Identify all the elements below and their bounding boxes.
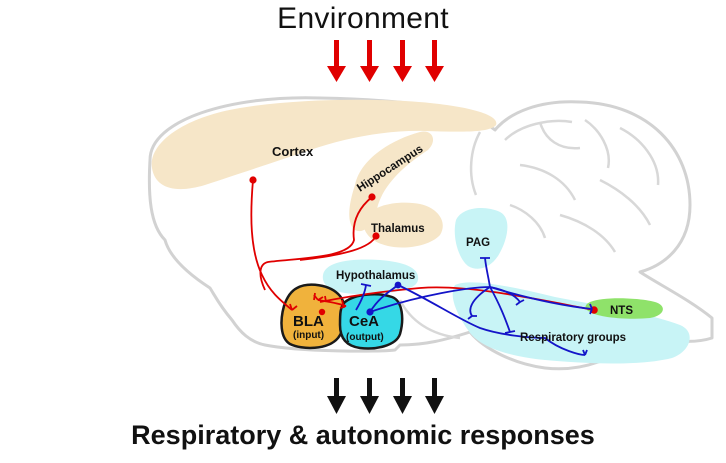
nts-label: NTS — [610, 305, 633, 317]
hypothalamus-label: Hypothalamus — [336, 270, 415, 282]
hippocampus-region — [349, 131, 434, 232]
output-pathways — [355, 257, 593, 356]
cortex-region — [151, 99, 497, 190]
down-arrow-icon — [327, 378, 346, 414]
nts-region — [585, 298, 663, 319]
brainstem-region — [452, 282, 690, 364]
output-terminals — [360, 257, 593, 356]
hypothalamus-region — [322, 259, 419, 294]
bla-label: BLA — [293, 313, 324, 330]
bla-sublabel: (input) — [293, 330, 324, 341]
thalamus-region — [363, 202, 443, 248]
cea-label: CeA — [349, 313, 379, 330]
input-terminals — [289, 292, 347, 311]
cea-nucleus — [338, 293, 404, 350]
pag-label: PAG — [466, 237, 490, 249]
down-arrow-icon — [425, 40, 444, 82]
thalamus-label: Thalamus — [371, 223, 425, 235]
responses-title: Respiratory & autonomic responses — [131, 420, 595, 450]
output-neuron-somata — [366, 281, 402, 316]
down-arrow-icon — [327, 40, 346, 82]
pag-region — [454, 208, 508, 269]
down-arrow-icon — [425, 378, 444, 414]
response-arrows — [327, 378, 444, 414]
down-arrow-icon — [360, 40, 379, 82]
down-arrow-icon — [393, 40, 412, 82]
cea-sublabel: (output) — [346, 332, 384, 343]
environment-arrows — [327, 40, 444, 82]
cortex-label: Cortex — [272, 144, 314, 159]
down-arrow-icon — [393, 378, 412, 414]
down-arrow-icon — [360, 378, 379, 414]
environment-title: Environment — [277, 2, 449, 35]
respiratory-groups-label: Respiratory groups — [520, 332, 626, 344]
